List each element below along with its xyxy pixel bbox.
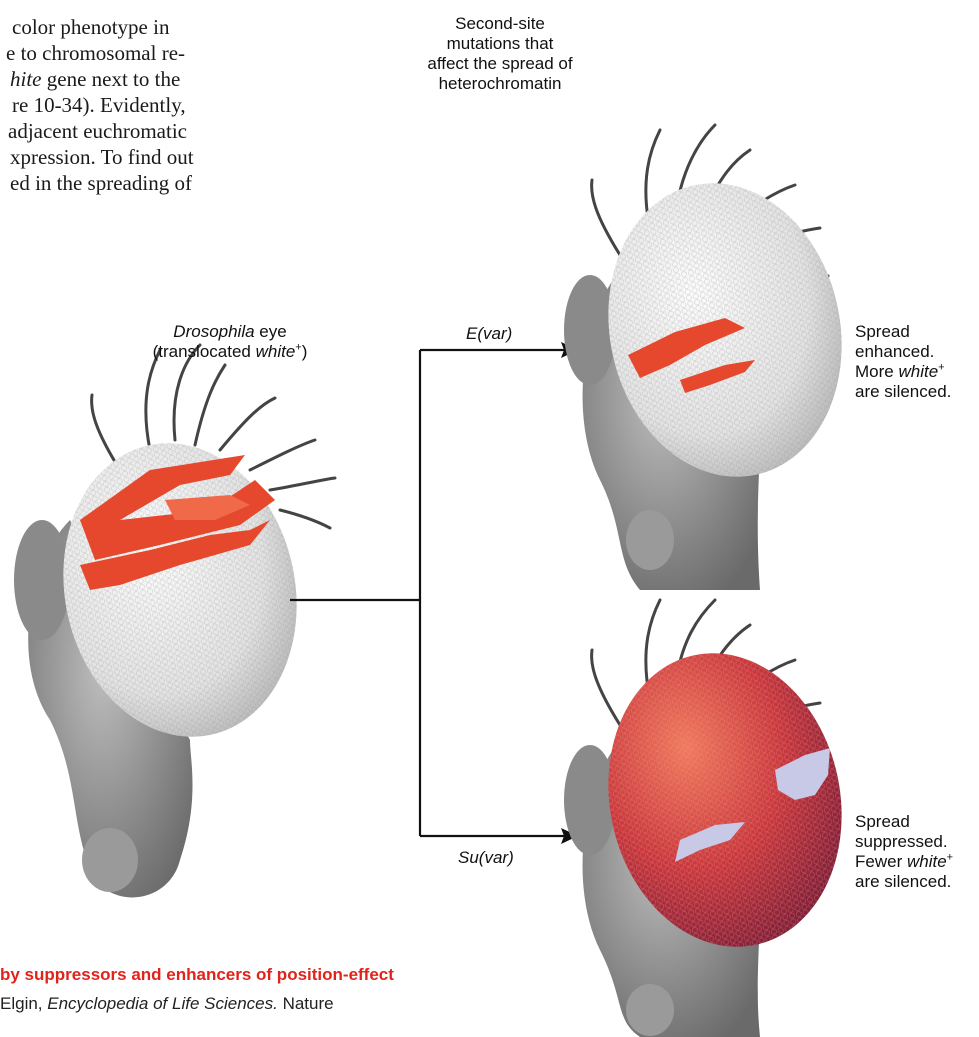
source-eye-label: Drosophila eye (translocated white+) (120, 322, 340, 362)
suppressed-fly-head (564, 600, 868, 1037)
figure-caption-title: by suppressors and enhancers of position… (0, 965, 394, 985)
header-line: heterochromatin (395, 74, 605, 94)
enhancer-branch-label: E(var) (466, 324, 512, 344)
outcome-line: Spread (855, 322, 951, 342)
outcome-line: More white+ (855, 362, 951, 382)
source-eye-label-line1: Drosophila eye (120, 322, 340, 342)
body-text-line: xpression. To find out (0, 144, 194, 170)
header-line: Second-site (395, 14, 605, 34)
outcome-line: are silenced. (855, 872, 953, 892)
mutations-header-label: Second-site mutations that affect the sp… (395, 14, 605, 94)
body-text-line: color phenotype in (0, 14, 194, 40)
enhanced-fly-head (564, 125, 868, 590)
source-eye-label-line2: (translocated white+) (120, 342, 340, 362)
body-text-line: ed in the spreading of (0, 170, 194, 196)
body-text-line: hite gene next to the (0, 66, 194, 92)
body-text-paragraph: color phenotype in e to chromosomal re- … (0, 14, 194, 196)
enhanced-outcome-label: Spread enhanced. More white+ are silence… (855, 322, 951, 402)
branch-connector (290, 350, 565, 836)
header-line: mutations that (395, 34, 605, 54)
outcome-line: enhanced. (855, 342, 951, 362)
suppressed-outcome-label: Spread suppressed. Fewer white+ are sile… (855, 812, 953, 892)
outcome-line: are silenced. (855, 382, 951, 402)
header-line: affect the spread of (395, 54, 605, 74)
body-text-line: adjacent euchromatic (0, 118, 194, 144)
suppressor-branch-label: Su(var) (458, 848, 514, 868)
outcome-line: Fewer white+ (855, 852, 953, 872)
outcome-line: suppressed. (855, 832, 953, 852)
figure-caption-credit: Elgin, Encyclopedia of Life Sciences. Na… (0, 994, 334, 1014)
source-fly-head (14, 345, 335, 897)
outcome-line: Spread (855, 812, 953, 832)
body-text-line: re 10-34). Evidently, (0, 92, 194, 118)
body-text-line: e to chromosomal re- (0, 40, 194, 66)
